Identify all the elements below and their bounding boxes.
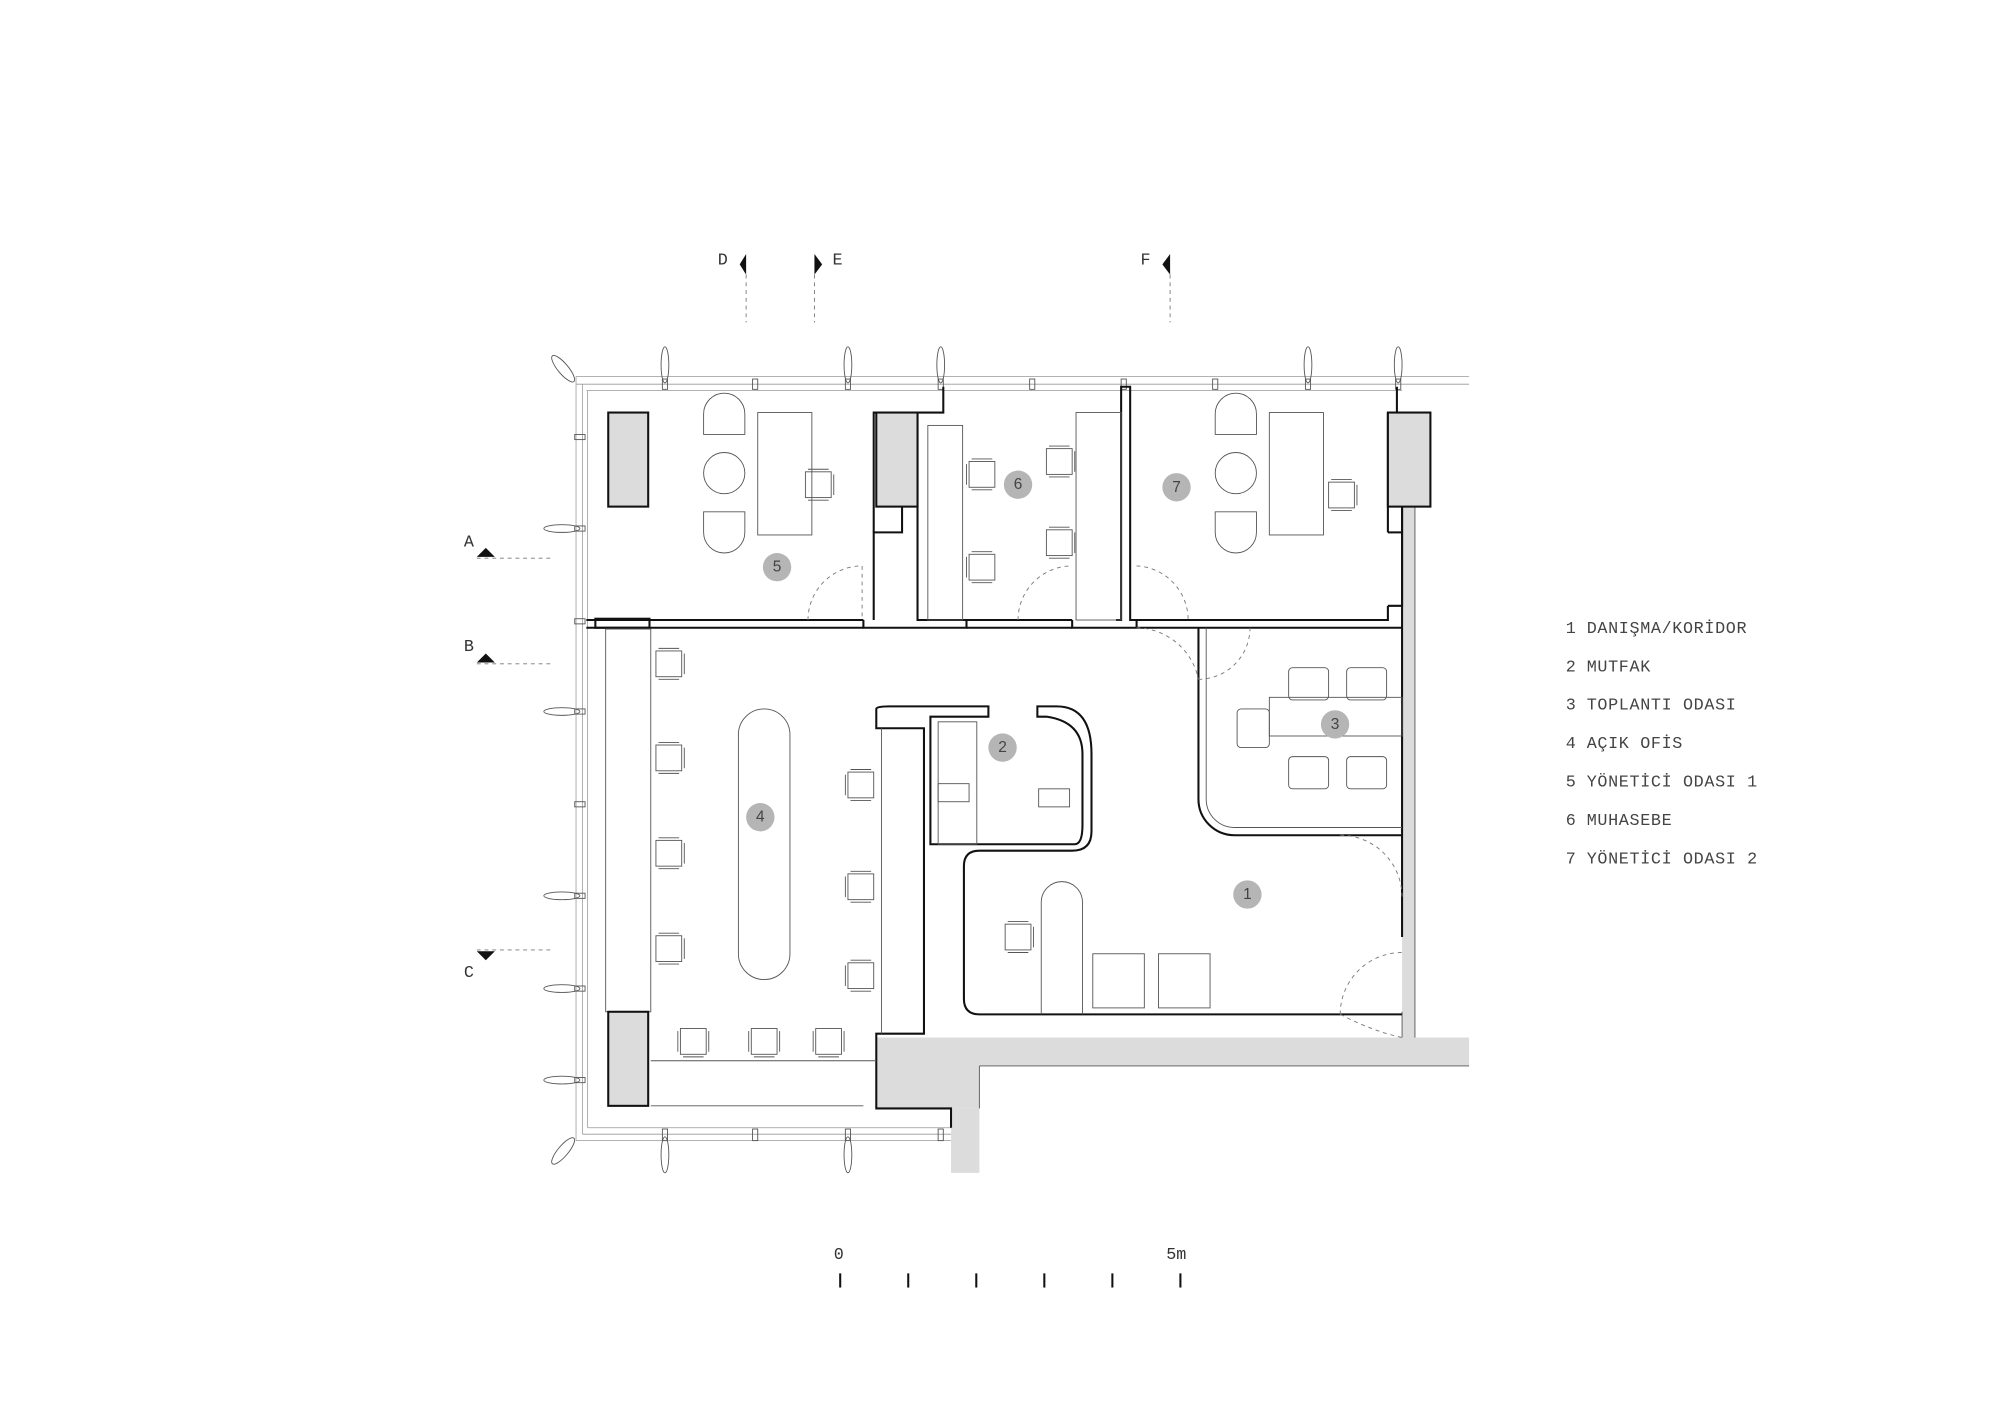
office-chair — [812, 1028, 845, 1058]
scale-start-label: 0 — [834, 1246, 844, 1265]
office-chair — [966, 458, 996, 491]
svg-text:F: F — [1140, 251, 1150, 270]
office-chair — [1045, 445, 1076, 478]
window-fins — [543, 346, 1403, 1174]
section-markers: D E F A B C — [464, 251, 1171, 983]
section-marker-f[interactable]: F — [1140, 251, 1171, 323]
section-marker-c[interactable]: C — [464, 949, 555, 983]
exterior-walls — [575, 376, 1470, 1173]
armchair — [703, 392, 746, 435]
office-chair — [844, 870, 875, 903]
office-chair — [677, 1028, 710, 1058]
svg-text:6: 6 — [1014, 476, 1023, 493]
room-tags: 1 2 3 4 5 6 7 — [746, 470, 1350, 909]
svg-text:C: C — [464, 964, 474, 983]
armchair — [1214, 511, 1257, 554]
scale-bar: 0 5m — [834, 1246, 1186, 1288]
svg-text:4: 4 — [756, 809, 765, 826]
office-chair — [748, 1028, 781, 1058]
scale-end-label: 5m — [1166, 1246, 1186, 1265]
room-tag-2[interactable]: 2 — [988, 733, 1017, 762]
armchair — [703, 511, 746, 554]
section-marker-a[interactable]: A — [464, 534, 555, 559]
office-chair — [966, 551, 996, 584]
room-tag-3[interactable]: 3 — [1320, 710, 1350, 739]
office-chair — [1328, 479, 1358, 511]
svg-text:D: D — [718, 251, 728, 270]
office-chair — [1004, 921, 1034, 953]
office-chair — [844, 959, 875, 992]
svg-text:B: B — [464, 638, 474, 657]
round-table — [703, 452, 746, 495]
round-table — [1214, 452, 1257, 495]
meeting-chair — [1346, 667, 1388, 701]
svg-text:5: 5 — [773, 559, 782, 576]
room-tag-7[interactable]: 7 — [1162, 473, 1191, 502]
meeting-chair — [1346, 756, 1388, 790]
office-chair — [655, 741, 685, 774]
room-tag-1[interactable]: 1 — [1233, 880, 1262, 909]
meeting-chair — [1288, 756, 1330, 790]
room-tag-5[interactable]: 5 — [762, 553, 792, 582]
office-chair — [804, 468, 835, 501]
interior-walls — [586, 385, 1432, 1107]
meeting-chair — [1236, 708, 1270, 749]
svg-text:1: 1 — [1243, 886, 1252, 903]
svg-text:7: 7 — [1172, 479, 1181, 496]
room-tag-4[interactable]: 4 — [746, 803, 775, 832]
svg-text:A: A — [464, 534, 475, 553]
room-tag-6[interactable]: 6 — [1003, 470, 1033, 499]
svg-text:3: 3 — [1331, 716, 1340, 733]
office-chair — [655, 837, 685, 870]
section-marker-b[interactable]: B — [464, 638, 555, 665]
section-marker-e[interactable]: E — [813, 251, 843, 323]
svg-text:E: E — [832, 251, 842, 270]
office-chair — [1045, 526, 1076, 559]
office-chair — [844, 769, 875, 801]
furniture — [655, 392, 1388, 1058]
section-marker-d[interactable]: D — [718, 251, 747, 323]
meeting-chair — [1288, 667, 1330, 701]
svg-text:2: 2 — [998, 739, 1007, 756]
office-chair — [655, 647, 685, 680]
office-chair — [655, 932, 685, 965]
armchair — [1214, 392, 1257, 435]
